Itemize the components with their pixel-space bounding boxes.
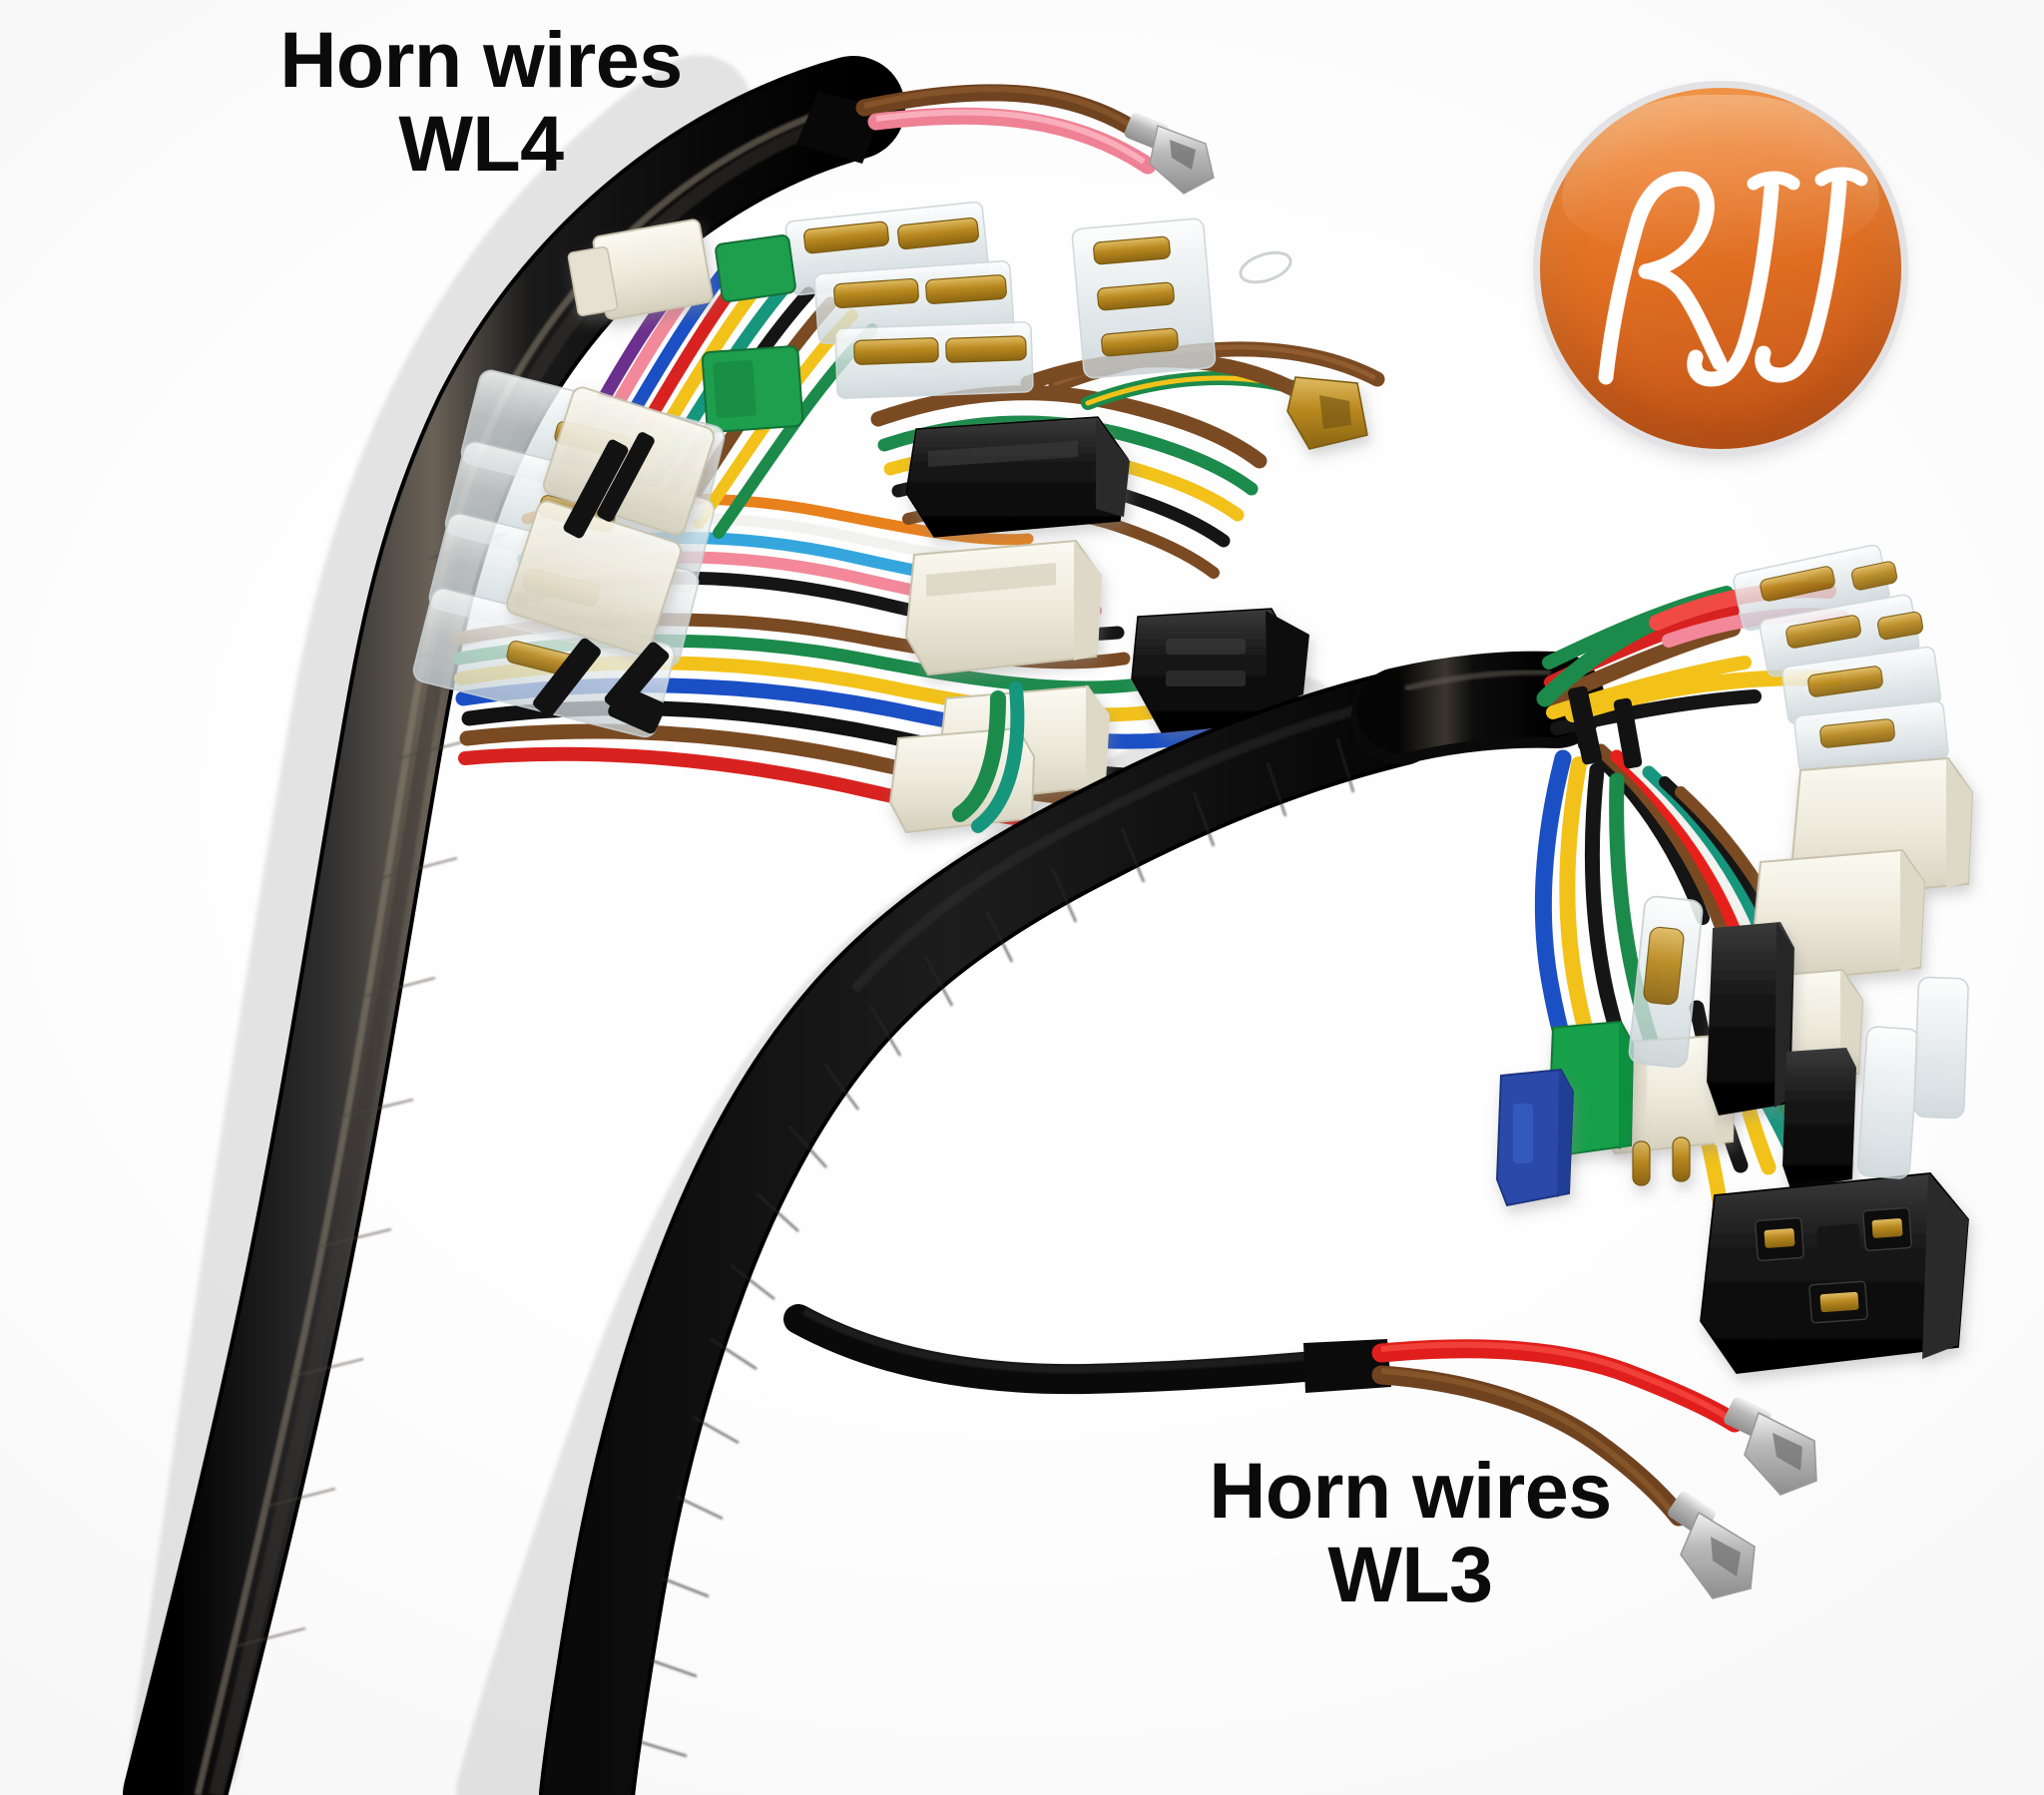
rss-roundel-logo (1540, 88, 1901, 449)
horn-wires-wl4 (855, 84, 1215, 195)
right-harness-trunk (539, 651, 1605, 1795)
clear-bullet-sleeve-right (1628, 895, 1704, 1069)
clear-sleeves-bottom-right (1856, 976, 1969, 1179)
horn-spade-terminal-wl4 (1124, 112, 1215, 195)
gold-spade-terminal (1286, 376, 1368, 450)
annotation-label-horn-wires-wl3: Horn wires WL3 (1209, 1446, 1612, 1618)
black-connector-centre (905, 416, 1130, 538)
headlight-bulb-socket (1700, 1172, 1969, 1374)
black-connector-centre-lower (1131, 608, 1309, 733)
cable-tie-right (1568, 685, 1643, 769)
annotation-label-horn-wires-wl4: Horn wires WL4 (279, 15, 683, 188)
cable-tie (533, 432, 670, 734)
black-sleeve-right (1707, 922, 1856, 1189)
clear-sleeve-bundle-left (412, 369, 726, 738)
horn-wires-wl3 (783, 1304, 1817, 1599)
upper-terminal-cluster (784, 201, 1292, 399)
green-wire-loop (952, 690, 1006, 822)
blue-connector-right (1495, 1068, 1575, 1207)
horn-spade-terminal-brown-wl3 (1668, 1491, 1756, 1599)
green-connector-upper (701, 234, 804, 433)
logo-lettering (1598, 167, 1868, 387)
right-clear-sleeve-cluster (1733, 544, 1949, 774)
horn-spade-terminal-red-wl3 (1724, 1396, 1817, 1496)
white-connector-upper-left (567, 219, 714, 320)
